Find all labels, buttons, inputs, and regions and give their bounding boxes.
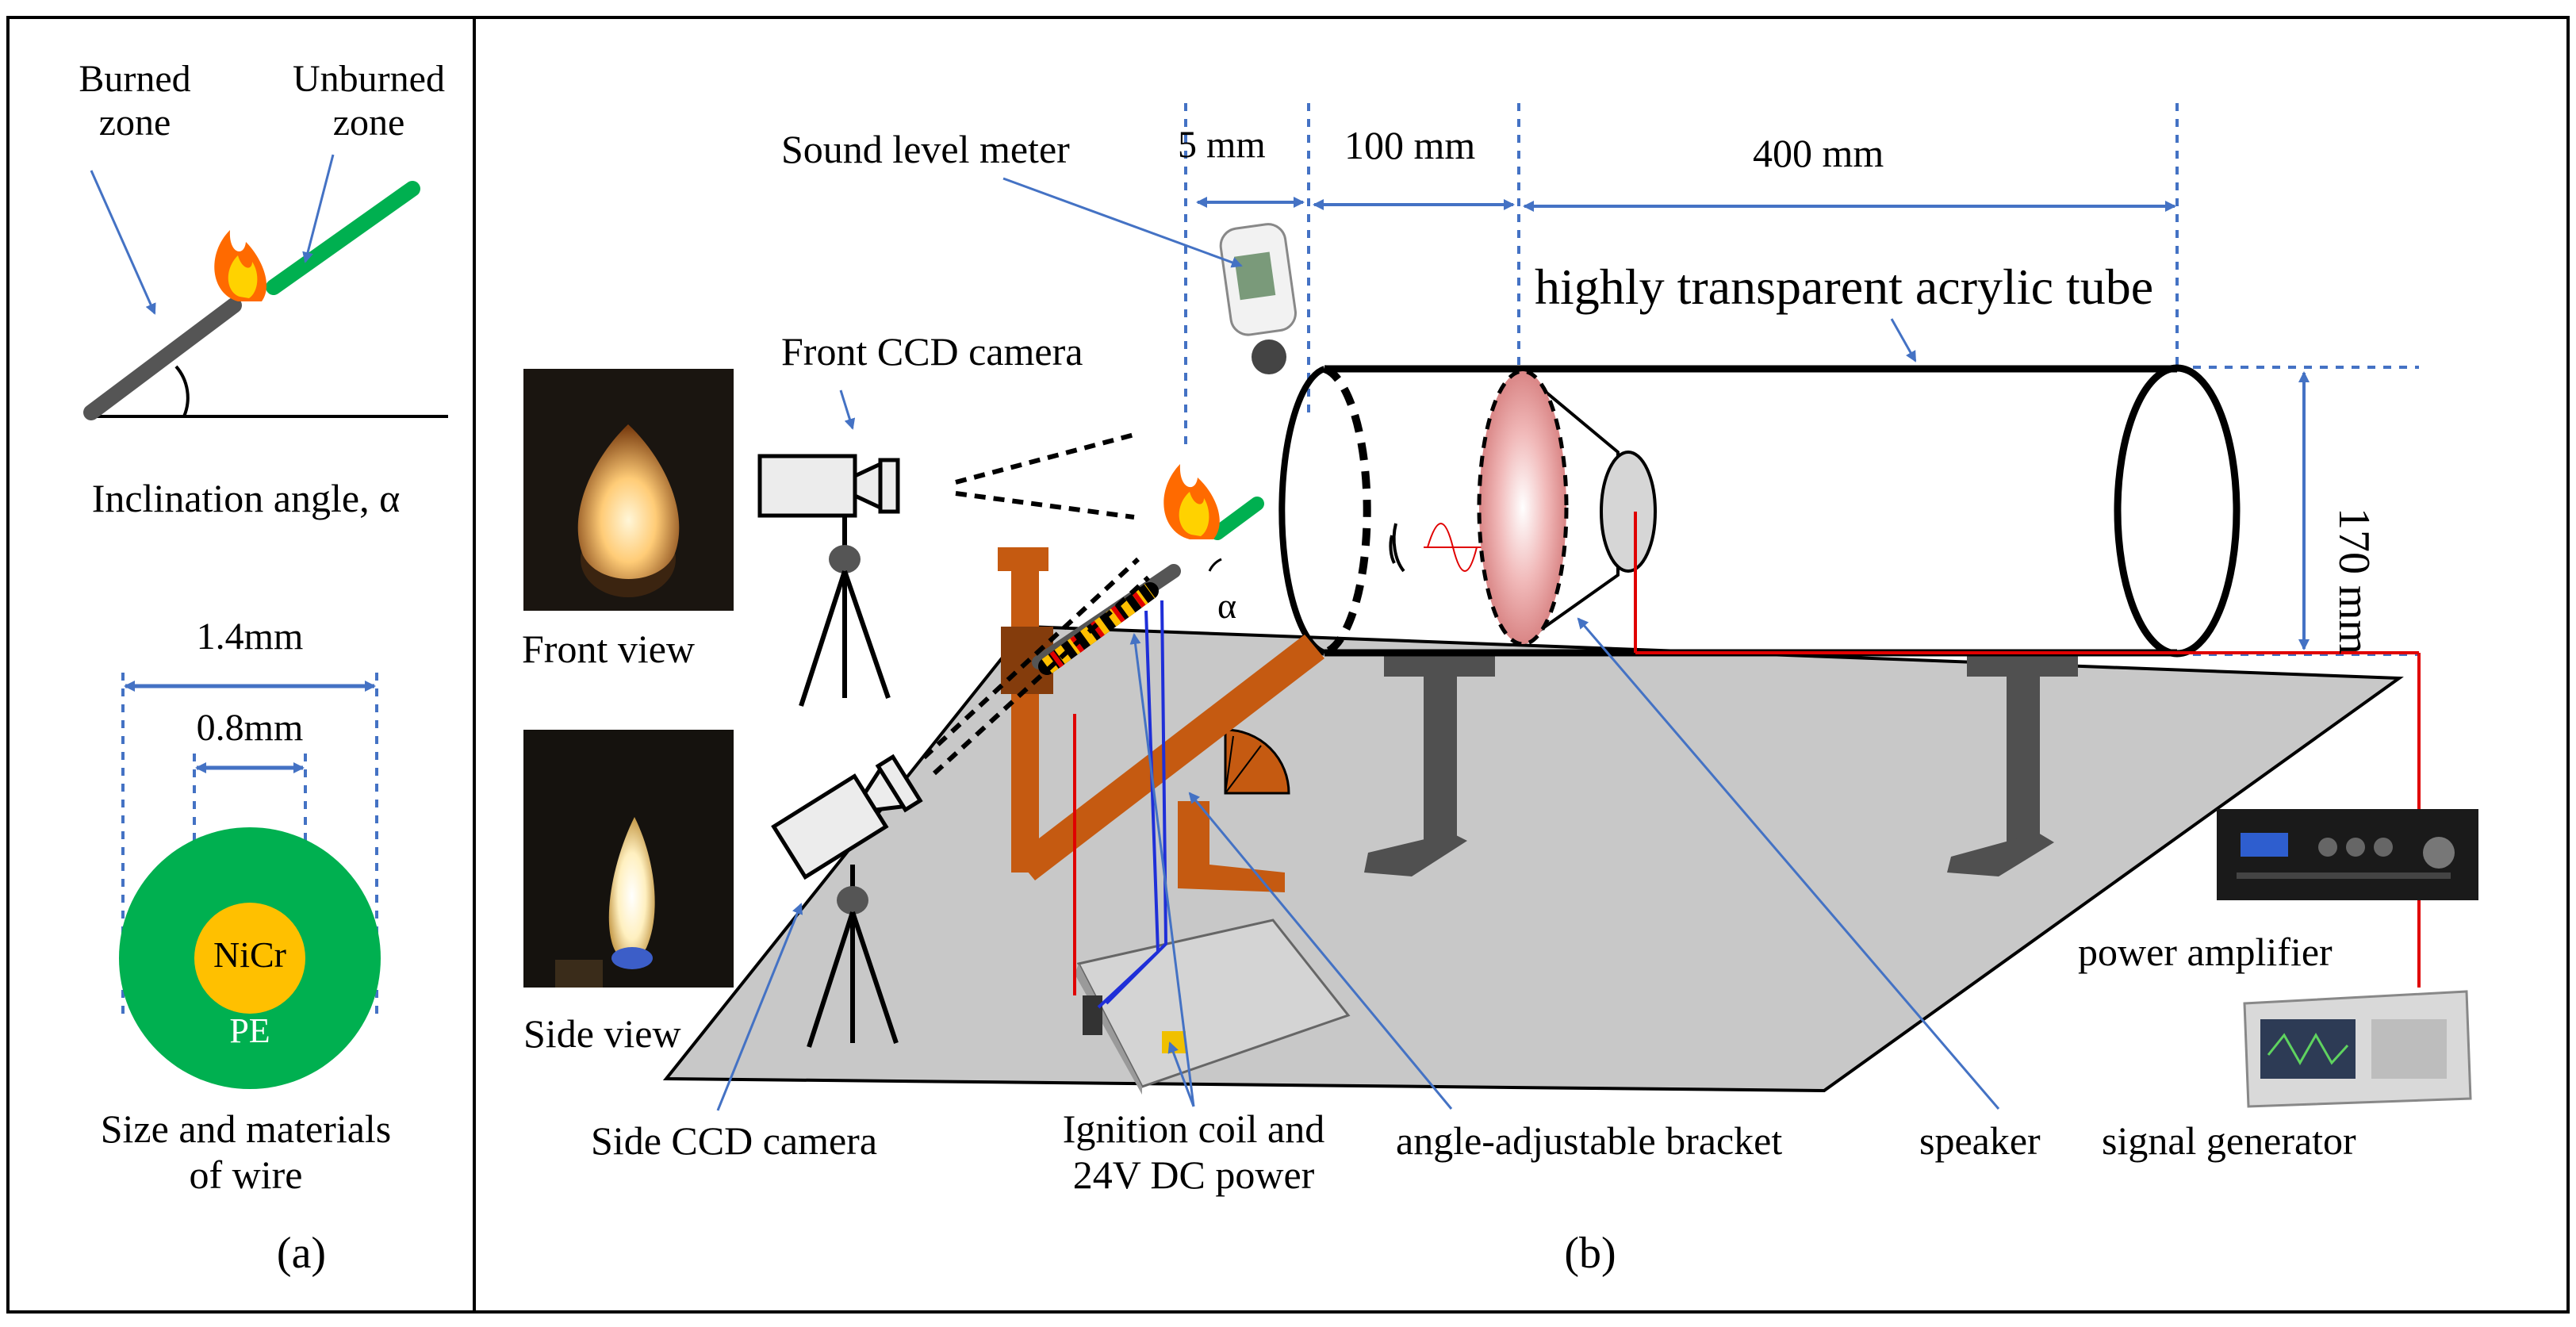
angle-adjustable-bracket	[998, 547, 1324, 892]
dim-400mm-label: 400 mm	[1753, 131, 1884, 175]
signal-wiring	[1635, 651, 2421, 988]
core-diameter-label: 0.8mm	[196, 707, 304, 749]
side-ccd-camera-icon	[771, 754, 923, 1048]
core-material-label: NiCr	[213, 934, 286, 975]
nicr-core	[194, 903, 305, 1014]
panel-b-label: (b)	[1564, 1229, 1616, 1278]
panel-a-label: (a)	[276, 1229, 327, 1278]
alpha-label: α	[1217, 585, 1237, 626]
sheath-material-label: PE	[229, 1011, 270, 1050]
front-view-label: Front view	[522, 627, 696, 671]
bracket-label: angle-adjustable bracket	[1396, 1118, 1783, 1163]
sound-level-meter-icon	[1219, 223, 1297, 374]
power-amplifier-icon	[2217, 809, 2478, 900]
speaker-icon	[1477, 369, 1657, 653]
burned-wire-segment	[83, 297, 242, 420]
unburned-wire-segment	[266, 181, 420, 295]
speaker-label: speaker	[1919, 1118, 2041, 1163]
signal-generator-icon	[2243, 990, 2472, 1108]
camera-sightlines	[922, 432, 1151, 776]
figure-border	[6, 16, 2570, 1314]
flame-icon	[1163, 464, 1220, 539]
panel-a-diagram	[83, 154, 448, 1089]
power-wiring	[1073, 600, 1168, 1009]
front-view-photo	[523, 369, 734, 611]
floor-platform	[662, 624, 2404, 1093]
acrylic-tube-label: highly transparent acrylic tube	[1535, 259, 2154, 315]
dimension-lines	[1184, 103, 2419, 656]
dim-100mm-label: 100 mm	[1344, 123, 1476, 167]
angle-arc	[174, 365, 190, 417]
front-ccd-camera-icon	[757, 454, 900, 707]
signal-generator-label: signal generator	[2102, 1118, 2356, 1163]
acrylic-tube	[1278, 364, 2241, 658]
dim-5mm-label: 5 mm	[1178, 124, 1266, 166]
side-view-label: Side view	[523, 1011, 681, 1056]
dim-170mm-label: 170 mm	[2329, 508, 2379, 655]
side-ccd-camera-label: Side CCD camera	[591, 1118, 878, 1163]
flame-icon	[214, 230, 267, 301]
outer-diameter-label: 1.4mm	[196, 616, 304, 658]
leader-arrows	[716, 177, 2000, 1111]
inclination-angle-label: Inclination angle, α	[91, 476, 401, 520]
power-amplifier-label: power amplifier	[2078, 930, 2333, 974]
sound-level-meter-label: Sound level meter	[781, 127, 1070, 171]
side-view-photo	[523, 730, 734, 988]
front-ccd-camera-label: Front CCD camera	[781, 329, 1083, 374]
tube-stands	[1364, 654, 2078, 876]
